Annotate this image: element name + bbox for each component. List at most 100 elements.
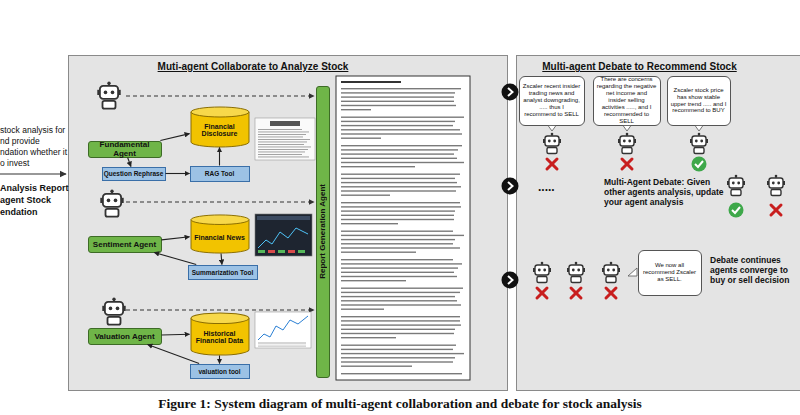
reject-mark xyxy=(571,288,581,298)
thumb-line xyxy=(258,151,305,153)
reject-stroke xyxy=(537,288,547,298)
cylinder-top xyxy=(191,214,249,224)
report-text-line xyxy=(341,121,455,122)
thumb-logo xyxy=(270,121,300,126)
reject-stroke xyxy=(606,288,616,298)
cylinder-top xyxy=(191,313,249,323)
report-text-line xyxy=(341,252,416,253)
ellipsis-text: ..... xyxy=(538,180,578,194)
thumb-line xyxy=(258,156,309,158)
report-text-line xyxy=(341,247,460,248)
robot-icon xyxy=(102,298,125,325)
thumb-line xyxy=(258,136,303,138)
report-text-line xyxy=(341,259,453,260)
robot-antenna-tip xyxy=(541,262,544,265)
robot-ear xyxy=(583,268,585,272)
bubble-tail xyxy=(628,268,637,276)
robot-ear xyxy=(567,268,569,272)
robot-body xyxy=(606,277,616,283)
robot-eye xyxy=(116,307,120,311)
robot-antenna-tip xyxy=(698,133,701,136)
report-text-line xyxy=(341,133,462,134)
robot-body xyxy=(771,190,781,196)
thumb-line xyxy=(258,139,310,141)
thumb-tick xyxy=(298,250,305,253)
robot-ear xyxy=(727,181,729,185)
thumb-line xyxy=(258,344,306,346)
node-label: Report Generation Agent xyxy=(318,184,327,279)
node-label: Zscaler recent insider trading news and … xyxy=(523,83,581,117)
node-label: Sentiment Agent xyxy=(93,240,156,249)
bubble-tail xyxy=(548,126,556,132)
thumb-line xyxy=(258,343,306,345)
reject-mark xyxy=(771,205,781,215)
connector-arrow xyxy=(166,173,190,174)
note-text: Multi-Agent Debate: Given other agents a… xyxy=(604,177,728,208)
dashed-arrow xyxy=(126,310,314,311)
connector-arrow xyxy=(162,334,190,336)
tool-box: RAG Tool xyxy=(190,166,250,182)
report-text-line xyxy=(341,263,462,264)
input-arrow xyxy=(0,173,66,174)
accept-mark xyxy=(692,157,707,172)
report-text-line xyxy=(341,162,464,163)
database-cylinder: Financial News xyxy=(190,214,250,254)
report-text-line xyxy=(341,145,462,146)
robot-head xyxy=(729,178,743,188)
chevron-disc xyxy=(502,178,519,195)
thumb-line xyxy=(258,141,307,143)
report-text-line xyxy=(341,324,461,325)
reject-mark xyxy=(606,288,616,298)
reject-mark xyxy=(537,288,547,298)
node-label: We now all recommend Zscaler as SELL. xyxy=(642,262,698,283)
report-text-line xyxy=(341,296,455,297)
robot-eye xyxy=(543,269,546,272)
report-text-line xyxy=(341,186,461,187)
report-text-line xyxy=(341,304,461,305)
robot-eye xyxy=(737,182,740,185)
robot-head xyxy=(105,302,123,315)
node-label: valuation tool xyxy=(198,368,240,375)
robot-eye xyxy=(777,182,780,185)
thumb-line xyxy=(258,346,306,348)
database-cylinder: Historical Financial Data xyxy=(190,312,250,356)
report-text-line xyxy=(341,239,455,240)
robot-head xyxy=(535,265,549,275)
connector-arrow xyxy=(221,254,223,265)
robot-eye xyxy=(700,140,703,143)
connector-arrow xyxy=(128,158,131,167)
reject-mark xyxy=(547,159,557,169)
robot-ear xyxy=(706,139,708,143)
speech-bubble: Zscaler stock price has show stable uppe… xyxy=(667,76,731,126)
panel-heading: Muti-agent Collaborate to Analyze Stock xyxy=(69,61,507,72)
robot-ear xyxy=(783,181,785,185)
robot-head xyxy=(569,265,583,275)
robot-ear xyxy=(549,268,551,272)
robot-body xyxy=(622,148,632,154)
document-thumbnail xyxy=(255,118,315,160)
robot-eye xyxy=(628,140,631,143)
thumb-line xyxy=(258,134,306,136)
robot-ear xyxy=(602,268,604,272)
accept-tick xyxy=(732,207,740,213)
robot-body xyxy=(108,317,121,325)
report-text-line xyxy=(341,153,454,154)
robot-head xyxy=(692,136,706,146)
note-text: Debate continues agents converge to buy … xyxy=(710,255,798,286)
cropped-text: Analysis Report xyxy=(0,183,95,194)
report-text-line xyxy=(341,182,457,183)
chevron-disc xyxy=(502,272,519,289)
robot-antenna-tip xyxy=(551,133,554,136)
reject-stroke xyxy=(571,288,581,298)
thumb-chart xyxy=(258,316,308,340)
accept-mark xyxy=(729,203,744,218)
report-text-line xyxy=(341,353,464,354)
bubble-tail xyxy=(695,126,703,132)
robot-eye xyxy=(548,140,551,143)
report-text-line xyxy=(341,105,456,106)
node-label: Financial Disclosure xyxy=(190,123,250,137)
bubble-tail xyxy=(623,126,631,132)
report-text-line xyxy=(341,215,454,216)
node-label: Valuation Agent xyxy=(94,332,154,341)
